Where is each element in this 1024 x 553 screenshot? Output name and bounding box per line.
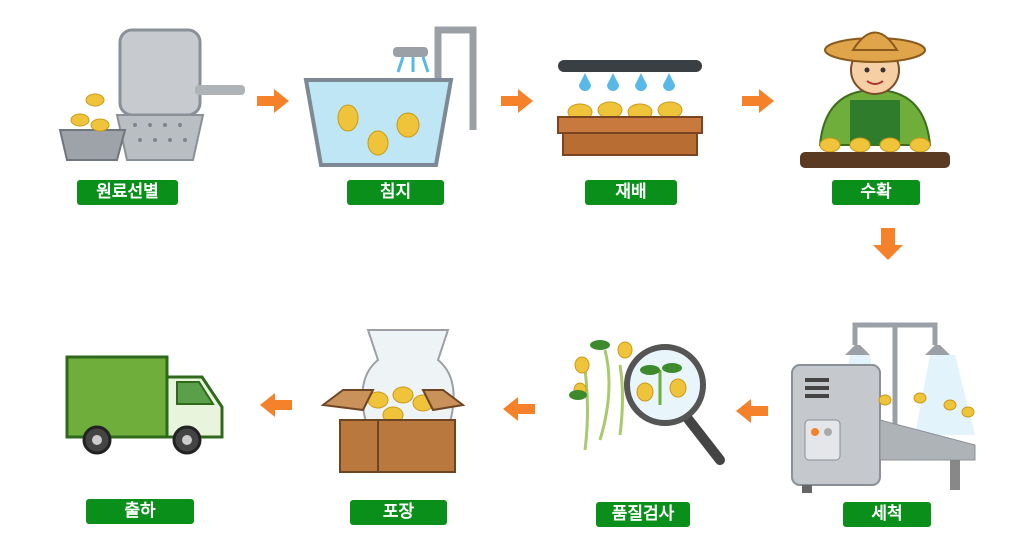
step-label-inspection: 품질검사	[596, 502, 690, 527]
box-packaging-icon	[320, 329, 466, 473]
farmer-harvest-icon	[800, 31, 950, 168]
magnifier-inspection-icon	[569, 340, 725, 465]
arrow-right-icon	[742, 89, 774, 113]
step-label-packaging: 포장	[350, 500, 447, 525]
step-label-soaking: 침지	[347, 180, 444, 205]
washing-machine-icon	[791, 322, 976, 493]
soaking-tub-icon	[303, 26, 477, 167]
step-label-sorting: 원료선별	[77, 180, 178, 205]
arrow-left-icon	[260, 393, 292, 417]
sieve-sorting-icon	[58, 28, 245, 161]
arrow-left-icon	[736, 399, 768, 423]
arrow-right-icon	[501, 89, 533, 113]
arrow-right-icon	[257, 89, 289, 113]
step-label-shipping: 출하	[86, 499, 194, 524]
step-label-harvest: 수확	[832, 180, 920, 205]
arrow-down-icon	[873, 228, 903, 260]
delivery-truck-icon	[65, 355, 224, 455]
step-label-cultivation: 재배	[585, 180, 677, 205]
arrow-left-icon	[503, 397, 535, 421]
sprinkler-cultivation-icon	[557, 60, 703, 156]
step-label-washing: 세척	[843, 502, 931, 527]
